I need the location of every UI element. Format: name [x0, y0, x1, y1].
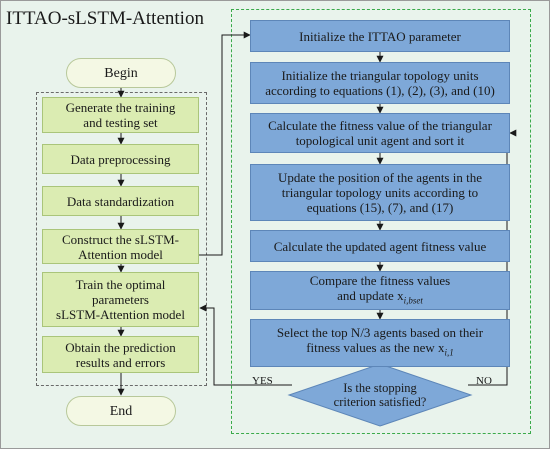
decision-line: Is the stopping	[343, 381, 417, 395]
step-label-line: Select the top N/3 agents based on their	[276, 325, 484, 341]
step-initialize-ittao: Initialize the ITTAO parameter	[250, 20, 510, 52]
step-label-line: results and errors	[75, 354, 166, 370]
step-label-line: Compare the fitness values	[309, 272, 451, 288]
step-label-line: sLSTM-Attention model	[56, 307, 185, 322]
arrow-construct-to-initialize	[198, 31, 251, 256]
step-label-line: according to equations (1), (2), (3), an…	[265, 83, 495, 98]
step-label-line: parameters	[91, 292, 149, 307]
step-label-line: Generate the training	[65, 100, 176, 115]
step-select-top-agents: Select the top N/3 agents based on their…	[250, 319, 510, 367]
step-initialize-topology: Initialize the triangular topology units…	[250, 62, 510, 104]
subscript-i1: i,1	[444, 347, 454, 358]
step-label-line: Train the optimal	[75, 277, 166, 292]
step-data-preprocessing: Data preprocessing	[42, 144, 199, 174]
begin-terminal: Begin	[66, 58, 176, 88]
step-label-line: Obtain the prediction	[65, 339, 176, 355]
step-label-line: Construct the sLSTM-	[62, 231, 179, 247]
step-label-line: Calculate the fitness value of the trian…	[268, 118, 492, 133]
yes-label: YES	[252, 375, 273, 387]
step-label-line: topological unit agent and sort it	[295, 133, 465, 148]
step-calculate-fitness: Calculate the fitness value of the trian…	[250, 113, 510, 153]
step-label-line: fitness values as the new xi,1	[306, 340, 454, 358]
step-data-standardization: Data standardization	[42, 186, 199, 216]
decision-diamond	[287, 363, 473, 427]
step-update-positions: Update the position of the agents in the…	[250, 164, 510, 221]
arrow-yes-to-train	[199, 304, 292, 386]
step-label-line: Initialize the triangular topology units	[281, 68, 479, 83]
diagram-title: ITTAO-sLSTM-Attention	[6, 8, 204, 29]
step-label-line: Attention model	[78, 246, 163, 262]
subscript-ibset: i,bset	[403, 295, 423, 306]
step-label-line: triangular topology units according to	[281, 185, 479, 200]
step-label-line: and testing set	[83, 115, 158, 130]
step-calculate-updated-fitness: Calculate the updated agent fitness valu…	[250, 230, 510, 262]
step-construct-model: Construct the sLSTM-Attention model	[42, 229, 199, 264]
step-label-line: Update the position of the agents in the	[278, 170, 482, 185]
step-label-line: equations (15), (7), and (17)	[306, 200, 454, 215]
right-optimization-region	[231, 9, 531, 434]
step-label-line: and update xi,bset	[337, 287, 423, 306]
end-terminal: End	[66, 396, 176, 426]
decision-line: criterion satisfied?	[333, 395, 427, 409]
no-label: NO	[476, 375, 492, 387]
